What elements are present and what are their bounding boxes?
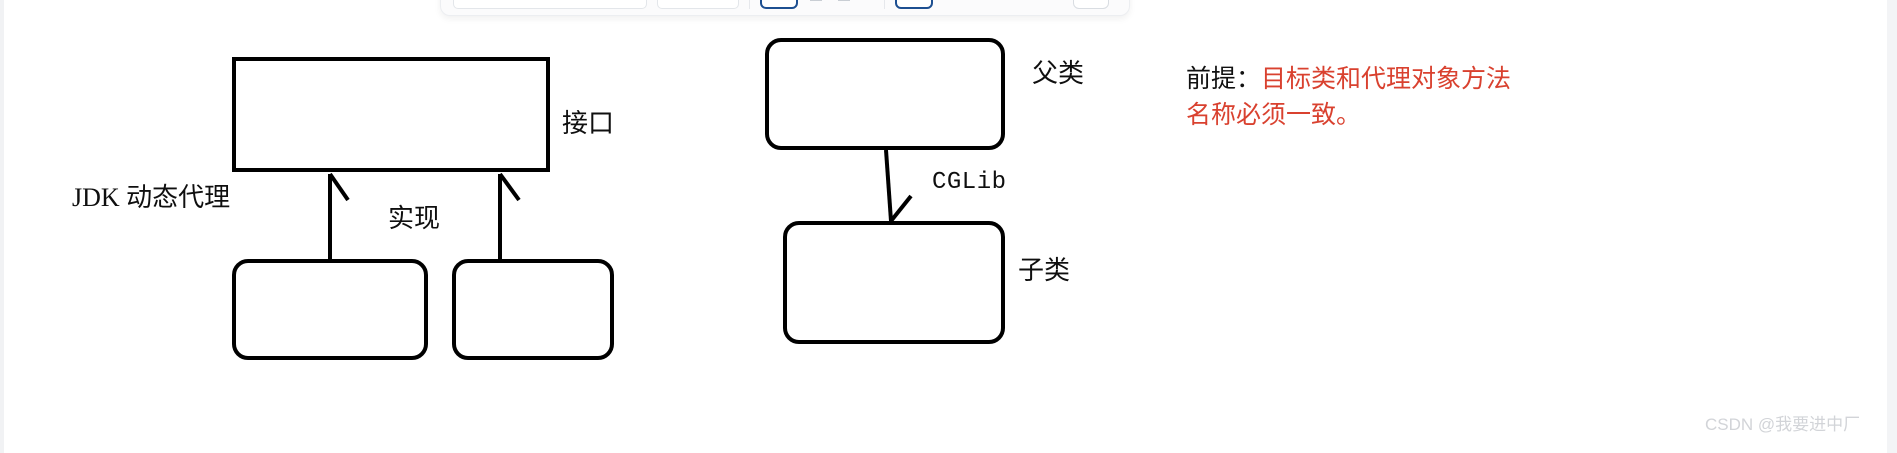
csdn-watermark: CSDN @我要进中厂 — [1705, 415, 1861, 434]
floating-toolbar[interactable] — [440, 0, 1130, 16]
page-edge-left — [0, 0, 4, 453]
child-class-side-label: 子类 — [1018, 256, 1071, 285]
toolbar-button-3[interactable] — [1073, 0, 1109, 9]
toolbar-button-2[interactable] — [895, 0, 933, 9]
impl-box-1[interactable] — [232, 259, 428, 360]
toolbar-divider-2 — [884, 0, 885, 9]
premise-note-prefix: 前提： — [1186, 66, 1262, 93]
child-class-box[interactable] — [783, 221, 1005, 344]
cglib-relation-label: CGLib — [932, 169, 1007, 196]
toolbar-text-field-2[interactable] — [657, 0, 739, 9]
impl-box-2[interactable] — [452, 259, 614, 360]
premise-note: 前提：目标类和代理对象方法名称必须一致。 — [1186, 62, 1536, 133]
toolbar-text-field-1[interactable] — [453, 0, 647, 9]
interface-side-label: 接口 — [562, 109, 615, 138]
implements-relation-label: 实现 — [388, 204, 441, 233]
line-style-icon[interactable] — [836, 0, 854, 9]
premise-note-text: 目标类和代理对象方法名称必须一致。 — [1186, 66, 1512, 129]
interface-box[interactable] — [232, 57, 550, 172]
toolbar-divider-1 — [749, 0, 750, 9]
jdk-dynamic-proxy-caption: JDK 动态代理 — [72, 183, 231, 212]
parent-class-side-label: 父类 — [1032, 59, 1085, 88]
page-edge-inner — [1884, 0, 1887, 453]
page-edge-right — [1887, 0, 1897, 453]
parent-class-box[interactable] — [765, 38, 1005, 150]
minus-icon[interactable] — [808, 0, 826, 9]
toolbar-button-1[interactable] — [760, 0, 798, 9]
